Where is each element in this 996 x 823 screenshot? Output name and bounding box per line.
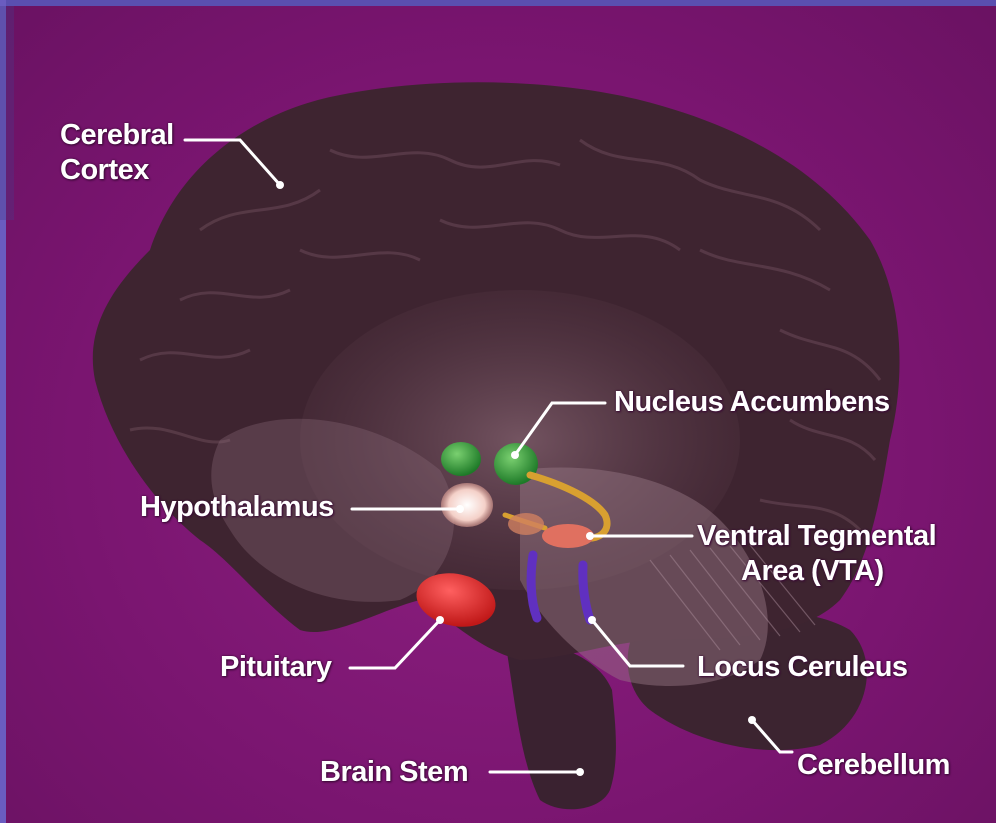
label-cerebral-cortex: Cerebral Cortex xyxy=(60,118,174,188)
label-cerebral-cortex-line1: Cerebral xyxy=(60,118,174,153)
vta-shape-left xyxy=(508,513,544,535)
label-nucleus-accumbens: Nucleus Accumbens xyxy=(614,385,890,420)
label-cerebellum: Cerebellum xyxy=(797,748,950,783)
pituitary-leader xyxy=(350,620,440,668)
nucleus-accumbens-left xyxy=(441,442,481,476)
label-pituitary: Pituitary xyxy=(220,650,332,685)
label-vta-line2: Area (VTA) xyxy=(697,554,936,589)
label-vta-line1: Ventral Tegmental xyxy=(697,519,936,554)
label-vta: Ventral Tegmental Area (VTA) xyxy=(697,519,936,589)
label-brain-stem: Brain Stem xyxy=(320,755,468,790)
hypothalamus-shape xyxy=(441,483,493,527)
label-locus-ceruleus: Locus Ceruleus xyxy=(697,650,908,685)
label-cerebral-cortex-line2: Cortex xyxy=(60,153,174,188)
label-hypothalamus: Hypothalamus xyxy=(140,490,334,525)
